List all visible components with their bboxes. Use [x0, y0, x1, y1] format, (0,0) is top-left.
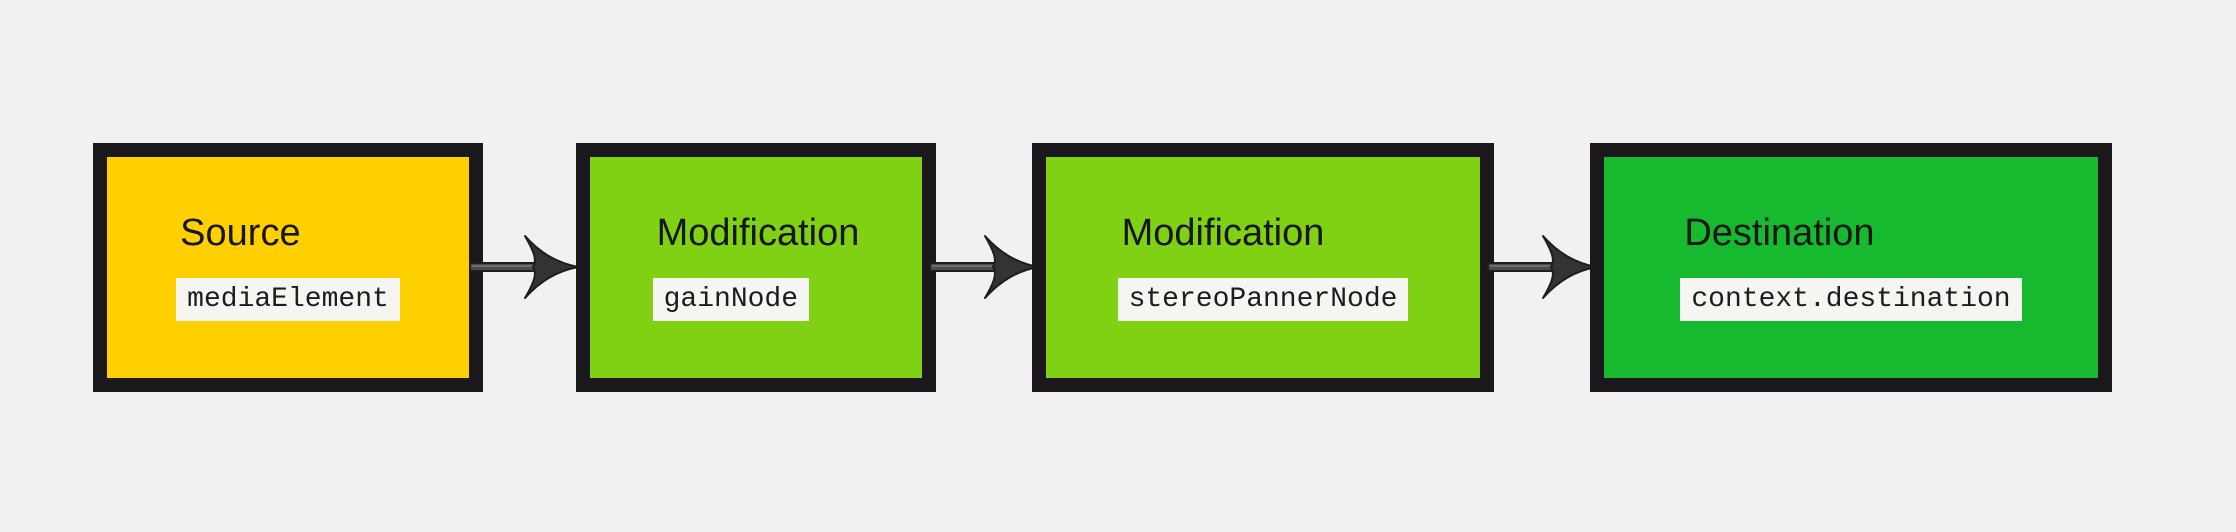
node-content: Source mediaElement [176, 214, 400, 321]
node-code-label: stereoPannerNode [1117, 278, 1409, 321]
node-source: Source mediaElement [93, 143, 483, 392]
node-title: Modification [656, 212, 860, 254]
node-content: Modification gainNode [652, 212, 860, 321]
arrow-right-icon [468, 229, 580, 305]
node-content: Destination context.destination [1680, 212, 2022, 321]
node-modification-stereopanner: Modification stereoPannerNode [1032, 143, 1494, 392]
node-modification-gain: Modification gainNode [576, 143, 936, 392]
arrow-right-icon [928, 229, 1040, 305]
node-title: Destination [1684, 212, 1875, 254]
node-code-label: context.destination [1680, 278, 2022, 321]
node-code-label: gainNode [652, 278, 810, 321]
node-destination: Destination context.destination [1590, 143, 2112, 392]
node-title: Source [180, 212, 301, 254]
node-code-label: mediaElement [176, 278, 400, 321]
arrow-right-icon [1486, 229, 1598, 305]
node-title: Modification [1121, 212, 1325, 254]
node-content: Modification stereoPannerNode [1117, 212, 1409, 321]
